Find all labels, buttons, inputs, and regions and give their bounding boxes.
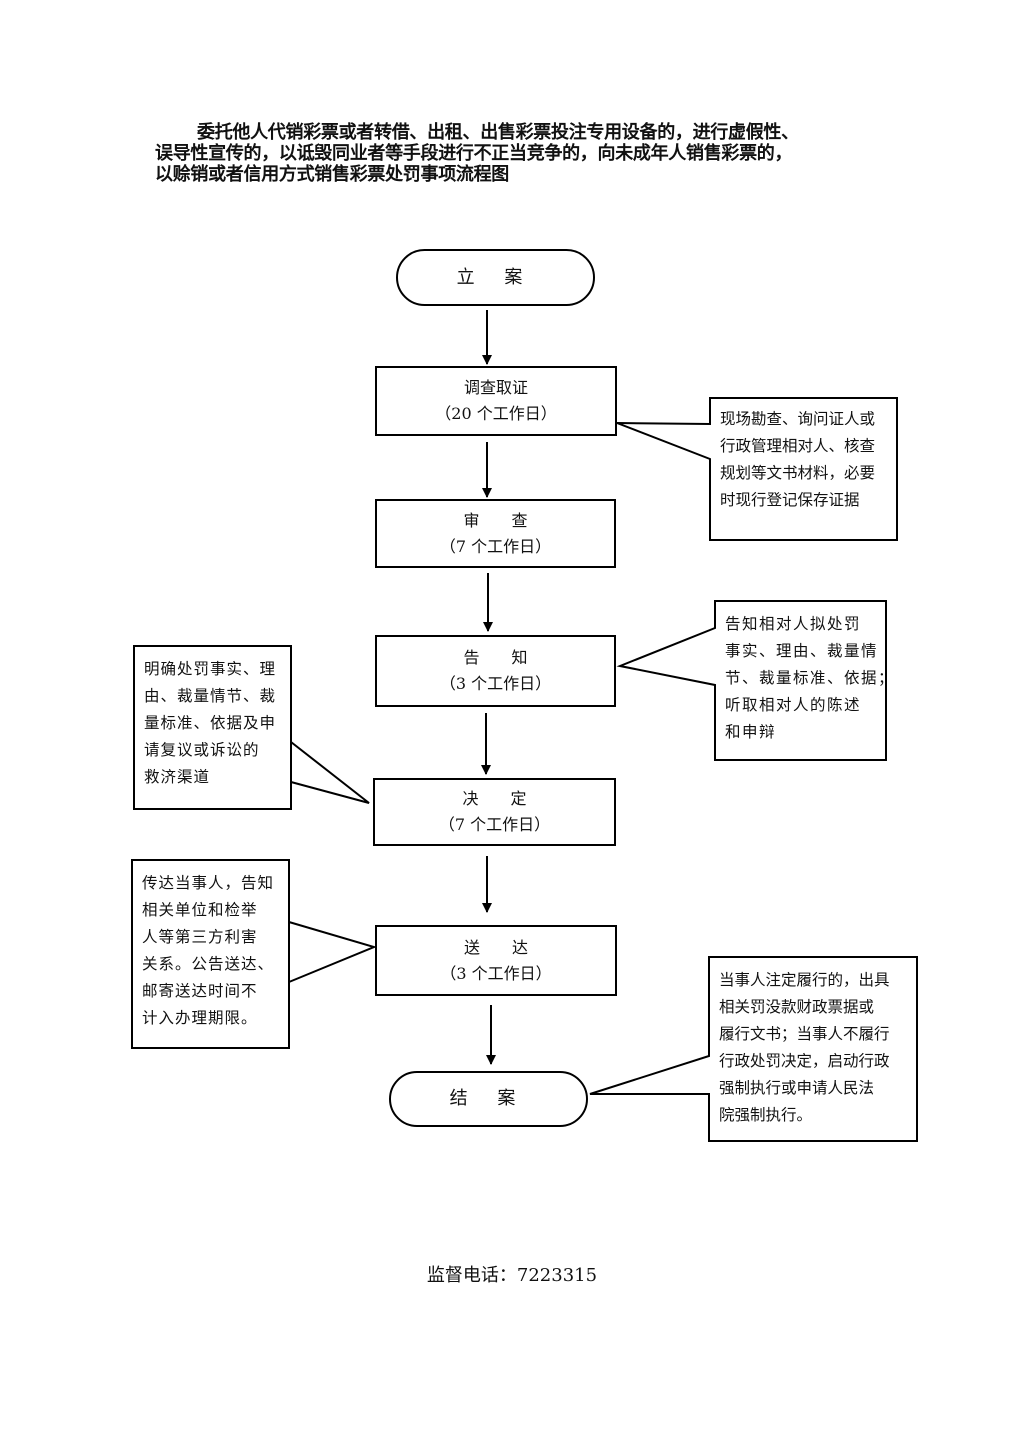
end-node: 结 案 [389, 1071, 588, 1127]
note-investigate: 现场勘查、询问证人或 行政管理相对人、核查 规划等文书材料，必要 时现行登记保存… [710, 398, 897, 540]
review-label: 审 查 [463, 510, 528, 530]
title-line-1: 委托他人代销彩票或者转借、出租、出售彩票投注专用设备的，进行虚假性、 [197, 122, 799, 143]
note-line: 相关罚没款财政票据或 [719, 998, 875, 1016]
note-line: 告知相对人拟处罚 [725, 615, 862, 633]
note-line: 计入办理期限。 [142, 1009, 258, 1027]
note-line: 明确处罚事实、理 [144, 660, 277, 678]
note-line: 请复议或诉讼的 [144, 741, 260, 759]
note-line: 规划等文书材料，必要 [720, 464, 876, 482]
callout-deliver-shape [131, 859, 378, 1049]
note-line: 履行文书；当事人不履行 [719, 1025, 890, 1043]
note-end: 当事人注定履行的，出具 相关罚没款财政票据或 履行文书；当事人不履行 行政处罚决… [709, 959, 917, 1141]
note-line: 和申辩 [725, 723, 777, 741]
start-label: 立 案 [456, 266, 535, 288]
note-line: 传达当事人，告知 [142, 874, 275, 892]
note-line: 邮寄送达时间不 [142, 982, 258, 1000]
note-deliver: 传达当事人，告知 相关单位和检举 人等第三方利害 关系。公告送达、 邮寄送达时间… [132, 862, 289, 1048]
note-line: 人等第三方利害 [142, 928, 258, 946]
note-line: 时现行登记保存证据 [720, 491, 860, 509]
review-days: （7 个工作日） [439, 536, 552, 556]
investigate-label: 调查取证 [463, 378, 528, 397]
start-node: 立 案 [396, 249, 595, 306]
note-notify: 告知相对人拟处罚 事实、理由、裁量情 节、裁量标准、依据； 听取相对人的陈述 和… [715, 603, 896, 760]
notify-days: （3 个工作日） [439, 674, 552, 693]
note-line: 关系。公告送达、 [142, 955, 275, 973]
note-line: 听取相对人的陈述 [725, 696, 862, 714]
note-line: 救济渠道 [144, 768, 211, 786]
note-line: 节、裁量标准、依据； [725, 669, 896, 687]
callout-notify-shape [616, 600, 887, 761]
title-line-3: 以赊销或者信用方式销售彩票处罚事项流程图 [155, 164, 509, 185]
callout-investigate-shape [616, 397, 898, 541]
decide-days: （7 个工作日） [438, 815, 551, 834]
supervision-phone: 监督电话：7223315 [426, 1265, 598, 1286]
note-line: 行政处罚决定，启动行政 [719, 1052, 890, 1070]
note-line: 相关单位和检举 [142, 901, 258, 919]
note-decide: 明确处罚事实、理 由、裁量情节、裁 量标准、依据及申 请复议或诉讼的 救济渠道 [134, 648, 291, 809]
deliver-label: 送 达 [463, 937, 528, 957]
review-node: 审 查 （7 个工作日） [375, 499, 616, 568]
investigate-node: 调查取证 （20 个工作日） [375, 366, 617, 436]
note-line: 事实、理由、裁量情 [725, 642, 879, 660]
title-line-2: 误导性宣传的，以诋毁同业者等手段进行不正当竞争的，向未成年人销售彩票的， [155, 143, 793, 164]
callout-decide-shape [133, 645, 370, 810]
notify-node: 告 知 （3 个工作日） [375, 635, 616, 707]
note-line: 由、裁量情节、裁 [144, 687, 277, 705]
deliver-days: （3 个工作日） [440, 963, 552, 983]
note-line: 行政管理相对人、核查 [720, 437, 876, 455]
notify-label: 告 知 [463, 648, 528, 667]
note-line: 量标准、依据及申 [144, 714, 277, 732]
decide-node: 决 定 （7 个工作日） [373, 778, 616, 846]
flowchart-title: 委托他人代销彩票或者转借、出租、出售彩票投注专用设备的，进行虚假性、 误导性宣传… [155, 122, 895, 185]
callout-end-shape [589, 956, 918, 1142]
end-label: 结 案 [449, 1088, 528, 1109]
note-line: 强制执行或申请人民法 [719, 1079, 875, 1097]
investigate-days: （20 个工作日） [435, 404, 557, 423]
note-line: 院强制执行。 [719, 1106, 813, 1124]
deliver-node: 送 达 （3 个工作日） [375, 925, 617, 996]
note-line: 当事人注定履行的，出具 [719, 971, 890, 989]
note-line: 现场勘查、询问证人或 [720, 410, 876, 428]
decide-label: 决 定 [462, 789, 527, 808]
